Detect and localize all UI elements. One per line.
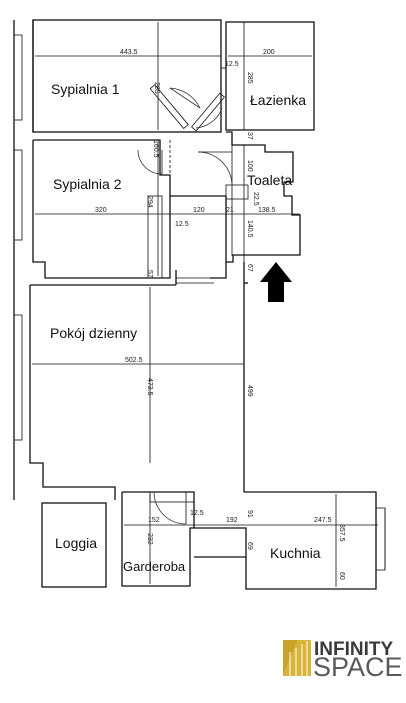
dim-473-5: 473.5 (146, 378, 153, 396)
dim-443-5: 443.5 (120, 49, 138, 56)
dim-357-5: 357.5 (338, 524, 345, 542)
dim-502-5: 502.5 (125, 357, 143, 364)
dim-232: 232 (146, 533, 153, 545)
room-label-sypialnia-2: Sypialnia 2 (53, 176, 122, 192)
dim-12-5-b: 12.5 (175, 221, 189, 228)
dim-294: 294 (146, 196, 153, 208)
dim-57: 57 (146, 270, 153, 278)
dim-320: 320 (95, 207, 107, 214)
dim-67: 67 (246, 264, 253, 272)
dim-247-5: 247.5 (314, 517, 332, 524)
room-label-garderoba: Garderoba (123, 559, 186, 574)
room-label-kuchnia: Kuchnia (270, 545, 321, 561)
logo-text-infinity: INFINITY (314, 639, 393, 660)
dim-152: 152 (148, 517, 160, 524)
dim-60: 60 (338, 572, 345, 580)
room-labels: Sypialnia 1 Łazienka Sypialnia 2 Toaleta… (50, 81, 321, 574)
walls (13, 19, 386, 590)
dim-285-b: 285 (246, 72, 253, 84)
dim-120: 120 (193, 207, 205, 214)
logo-text-space: SPACE (313, 652, 403, 682)
dim-192: 192 (226, 517, 238, 524)
dim-91: 91 (246, 510, 253, 518)
dim-160-5: 160.5 (152, 140, 159, 158)
room-label-sypialnia-1: Sypialnia 1 (51, 81, 120, 97)
dim-200: 200 (263, 49, 275, 56)
dim-499: 499 (246, 385, 253, 397)
dim-37: 37 (246, 132, 253, 140)
logo-mark-icon (283, 640, 311, 676)
dim-22-5: 22.5 (252, 192, 259, 206)
dim-138-5: 138.5 (258, 207, 276, 214)
dim-12-5-c: 12.5 (190, 510, 204, 517)
dim-100: 100 (246, 160, 253, 172)
room-label-loggia: Loggia (55, 535, 97, 551)
dim-69: 69 (246, 542, 253, 550)
room-label-toaleta: Toaleta (247, 172, 292, 188)
infinity-space-logo: INFINITY SPACE (283, 639, 403, 682)
dim-21: 21 (226, 207, 234, 214)
dimension-lines (32, 22, 378, 587)
dim-285-a: 285 (153, 82, 160, 94)
entrance-arrow-icon (260, 262, 292, 302)
room-label-pokoj-dzienny: Pokój dzienny (50, 325, 137, 341)
doors (137, 84, 233, 525)
room-label-lazienka: Łazienka (250, 92, 306, 108)
dim-12-5-a: 12.5 (225, 61, 239, 68)
dimension-labels: 443.5 285 12.5 200 285 37 160.5 100 22.5… (95, 49, 345, 580)
dim-140-5: 140.5 (246, 220, 253, 238)
